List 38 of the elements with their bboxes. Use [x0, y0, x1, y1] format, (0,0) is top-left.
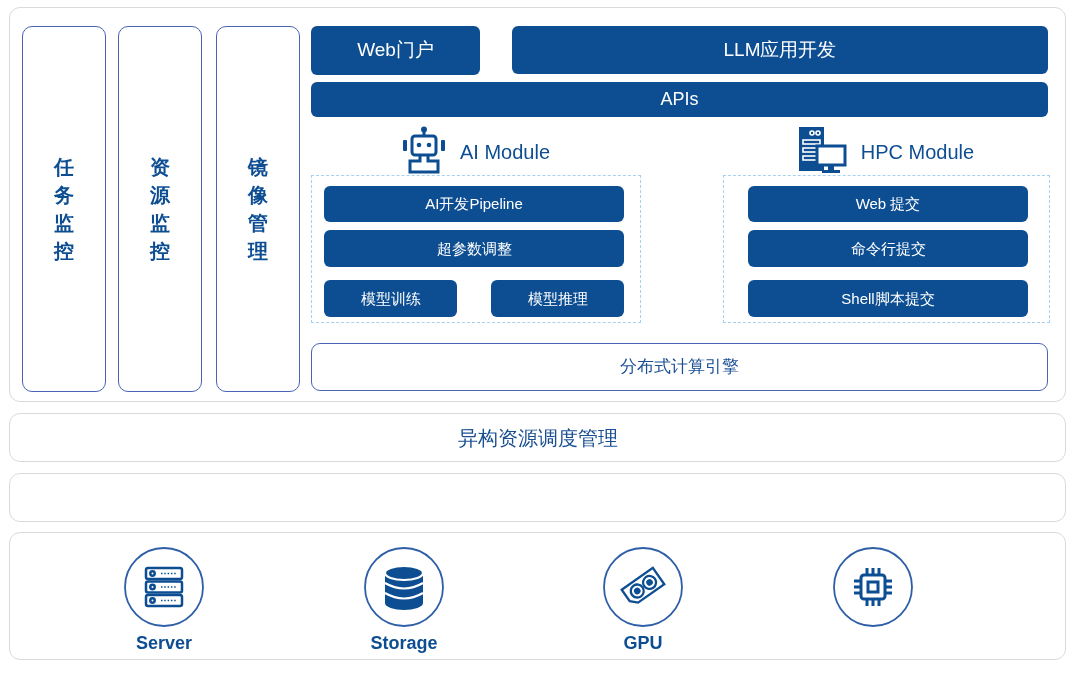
engine-label: 分布式计算引擎: [620, 356, 739, 378]
module-heading: AI Module: [459, 140, 551, 164]
platform-panel: [9, 7, 1066, 402]
function-box: [324, 230, 624, 267]
layer-band: [9, 413, 1066, 462]
module-label: LLM应用开发: [723, 38, 837, 62]
function-box: [491, 280, 624, 317]
monitor-column: [216, 26, 300, 392]
module-label: Shell脚本提交: [841, 289, 935, 308]
column-label: 镜像管理: [247, 155, 269, 264]
engine-box: [311, 343, 1048, 391]
monitor-column: [22, 26, 106, 392]
layer-band: [9, 473, 1066, 522]
hardware-label: GPU: [623, 633, 663, 655]
module-label: 超参数调整: [436, 239, 512, 258]
hardware-band: [9, 532, 1066, 660]
hardware-label: Server: [135, 633, 193, 655]
function-box: [748, 230, 1028, 267]
function-box: [748, 186, 1028, 222]
module-label: AI开发Pipeline: [425, 195, 523, 213]
application-box: [512, 26, 1048, 74]
function-box: [324, 280, 457, 317]
function-box: [324, 186, 624, 222]
layer-label: 异构资源调度管理: [457, 425, 618, 450]
module-label: Web门户: [357, 39, 434, 62]
module-label: 模型训练: [360, 289, 421, 308]
api-bar: [311, 82, 1048, 117]
module-label: APIs: [660, 88, 699, 111]
column-label: 资源监控: [149, 155, 171, 264]
monitor-column: [118, 26, 202, 392]
function-box: [748, 280, 1028, 317]
column-label: 任务监控: [53, 155, 75, 264]
module-label: 模型推理: [527, 289, 588, 308]
portal-box: [311, 26, 480, 75]
module-label: Web 提交: [855, 195, 921, 213]
module-label: 命令行提交: [850, 239, 926, 258]
module-heading: HPC Module: [860, 140, 975, 164]
hardware-label: Storage: [370, 633, 438, 655]
